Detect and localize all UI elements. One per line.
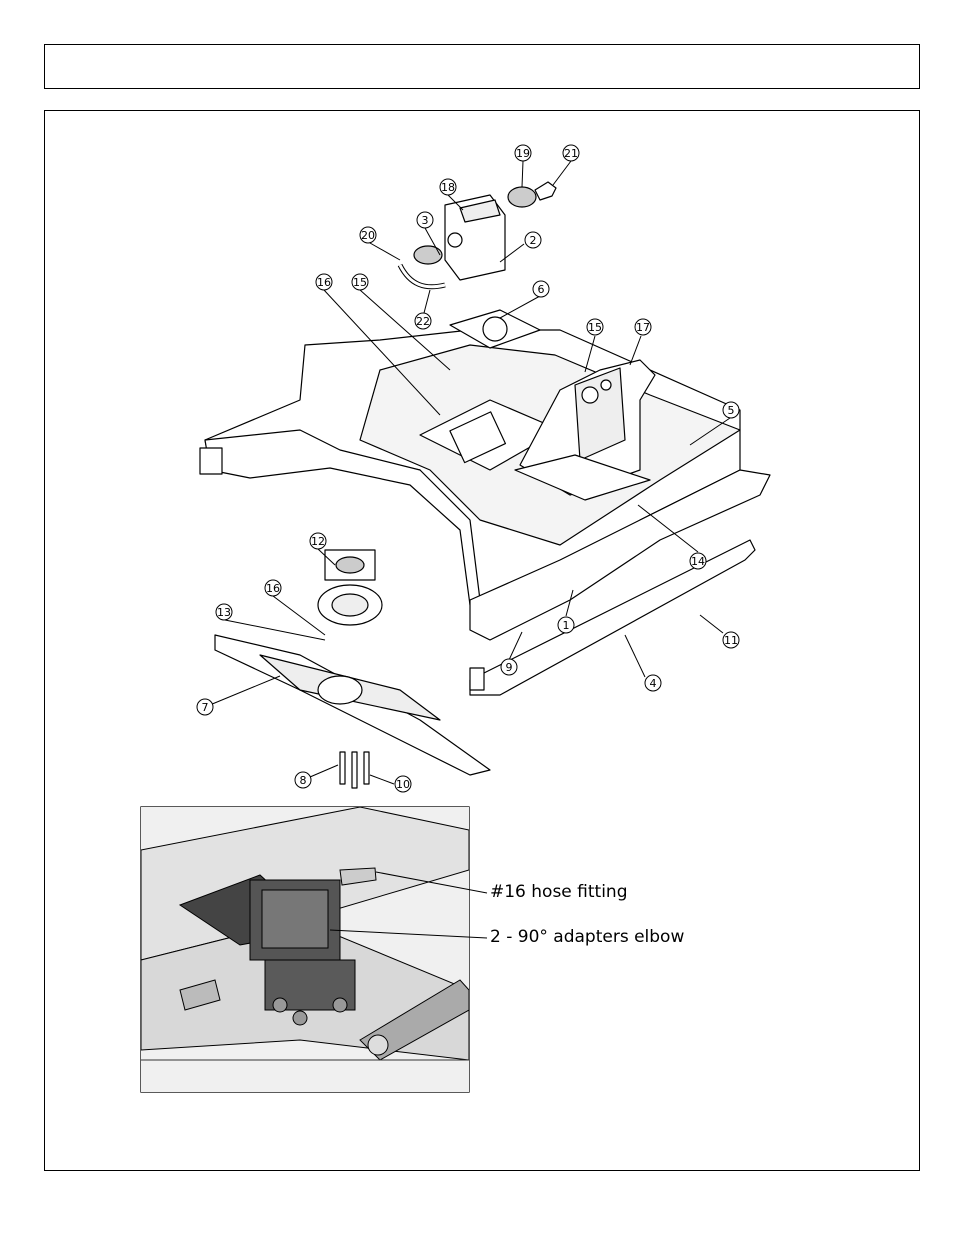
blade-bolts (340, 752, 345, 784)
balloon-label: 8 (300, 774, 307, 787)
callout-adapters-elbow: 2 - 90° adapters elbow (490, 927, 684, 947)
balloon-label: 15 (353, 276, 367, 289)
balloon-label: 16 (317, 276, 331, 289)
flange-fitting-20 (414, 246, 442, 264)
balloon-label: 16 (266, 582, 280, 595)
balloon-label: 21 (564, 147, 578, 160)
balloon-label: 2 (530, 234, 537, 247)
balloon-label: 3 (422, 214, 429, 227)
arm-end-block (200, 448, 222, 474)
balloon-label: 12 (311, 535, 325, 548)
balloon-label: 4 (650, 677, 657, 690)
flange-fitting (508, 187, 536, 207)
balloon-label: 17 (636, 321, 650, 334)
balloon-label: 9 (506, 661, 513, 674)
balloon-label: 20 (361, 229, 375, 242)
balloon-label: 7 (202, 701, 209, 714)
balloon-label: 15 (588, 321, 602, 334)
callout-hose-fitting: #16 hose fitting (490, 882, 628, 902)
balloon-label: 1 (563, 619, 570, 632)
detail-inset (141, 807, 487, 1092)
balloon-label: 18 (441, 181, 455, 194)
balloon-label: 13 (217, 606, 231, 619)
balloon-label: 6 (538, 283, 545, 296)
balloon-label: 14 (691, 555, 705, 568)
balloon-label: 5 (728, 404, 735, 417)
balloon-label: 22 (416, 315, 430, 328)
balloon-label: 19 (516, 147, 530, 160)
balloon-label: 11 (724, 634, 738, 647)
balloon-label: 10 (396, 778, 410, 791)
